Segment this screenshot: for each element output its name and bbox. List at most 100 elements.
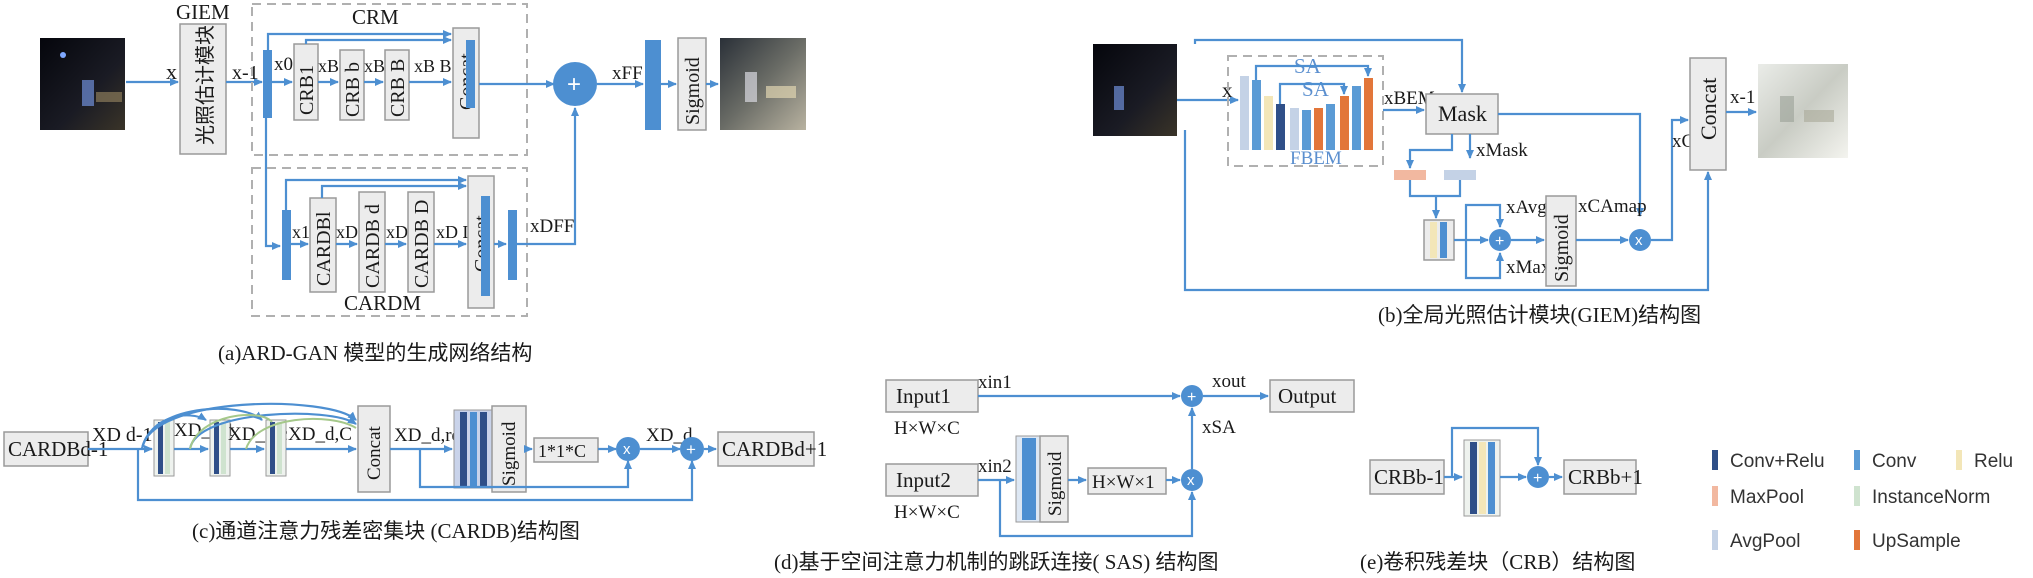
caption-a: (a)ARD-GAN 模型的生成网络结构	[218, 341, 532, 365]
input-conv-bar	[263, 50, 272, 118]
giem-sigmoid-block	[1545, 195, 1577, 287]
add-op-b	[1489, 229, 1511, 251]
label-XD_d: XD_d	[646, 425, 693, 446]
label-xMax: xMax	[1506, 257, 1551, 278]
illumination-map-image	[1758, 64, 1848, 158]
add-op-e	[1527, 466, 1549, 488]
hw1-block	[1087, 467, 1167, 495]
crb-out-box	[1563, 459, 1637, 495]
sas-sigmoid-label: Sigmoid	[1045, 451, 1066, 516]
panel-d: Input1 H×W×C xin1 + xout Output Input2 H…	[774, 371, 1355, 574]
label-xDD: xD D	[436, 222, 476, 242]
input2-dim: H×W×C	[894, 502, 960, 523]
legend-label-maxpool: MaxPool	[1730, 487, 1804, 508]
label-xAvg: xAvg	[1506, 197, 1547, 218]
legend-swatch-conv	[1854, 450, 1860, 470]
input2-box	[885, 463, 979, 497]
caption-c: (c)通道注意力残差密集块 (CARDB)结构图	[192, 519, 580, 543]
label-sa-2: SA	[1302, 77, 1330, 101]
cardb-concat-block	[357, 405, 391, 493]
cardb-D-label: CARDB D	[411, 200, 433, 288]
giem-concat-block	[1689, 57, 1727, 171]
label-fbem: FBEM	[1290, 148, 1342, 169]
maxpool-bar	[1394, 170, 1426, 180]
label-XDd1: XD d-1	[92, 424, 153, 446]
label-b-x-minus1: x-1	[1730, 87, 1755, 108]
legend-swatch-relu	[1956, 450, 1962, 470]
label-crm: CRM	[352, 5, 399, 29]
label-x: x	[166, 59, 177, 84]
crb-in-label: CRBb-1	[1374, 465, 1444, 489]
cardb1-label: CARDBl	[313, 211, 335, 286]
crb-out-label: CRBb+1	[1568, 465, 1643, 489]
mask-block	[1425, 93, 1499, 135]
input1-box	[885, 379, 979, 413]
legend-label-avgpool: AvgPool	[1730, 531, 1800, 552]
label-xBB: xB B	[414, 56, 452, 76]
legend-swatch-avgpool	[1712, 530, 1718, 550]
label-xMask: xMask	[1476, 140, 1528, 161]
label-xout: xout	[1212, 371, 1247, 392]
crb-in-box	[1369, 459, 1445, 495]
svg-text:x: x	[1635, 232, 1643, 249]
giem-concat-label: Concat	[1696, 78, 1721, 140]
legend-swatch-maxpool	[1712, 486, 1718, 506]
svg-text:+: +	[1495, 233, 1504, 250]
label-xSA: xSA	[1202, 417, 1236, 438]
label-x-minus1: x-1	[232, 62, 259, 84]
input1-dim: H×W×C	[894, 418, 960, 439]
input1-label: Input1	[896, 384, 951, 408]
caption-d: (d)基于空间注意力机制的跳跃连接( SAS) 结构图	[774, 550, 1219, 574]
label-xCAmap: xCAmap	[1578, 196, 1647, 217]
mul-op-c	[616, 437, 640, 461]
output-label: Output	[1278, 384, 1337, 408]
label-XDdC: XD_d,C	[288, 424, 352, 445]
svg-text:+: +	[1187, 389, 1196, 406]
label-XDdres: XD_d,res	[394, 425, 467, 446]
input2-label: Input2	[896, 468, 951, 492]
label-cardm: CARDM	[344, 291, 421, 315]
crb1-label: CRB1	[296, 65, 318, 115]
sigmoid-label: Sigmoid	[682, 57, 704, 125]
label-xin1: xin1	[978, 372, 1012, 393]
add-op-c	[680, 437, 704, 461]
legend: Conv+Relu Conv Relu MaxPool InstanceNorm…	[1712, 450, 2013, 552]
panel-b: x SA SA FBEM xBEM Mask xMask	[1093, 38, 1848, 327]
cardm-frame	[251, 167, 528, 317]
avgpool-bar	[1444, 170, 1476, 180]
label-x1: x1	[292, 222, 310, 242]
conv-111-label: 1*1*C	[538, 441, 586, 461]
caption-b: (b)全局光照估计模块(GIEM)结构图	[1378, 303, 1701, 327]
legend-label-conv-relu: Conv+Relu	[1730, 451, 1825, 472]
legend-swatch-conv-relu	[1712, 450, 1718, 470]
legend-swatch-instancenorm	[1854, 486, 1860, 506]
svg-text:+: +	[567, 71, 581, 98]
crb-b-block	[339, 49, 365, 121]
label-xin2: xin2	[978, 456, 1012, 477]
cardb-out-box	[717, 431, 815, 467]
mul-op-b	[1629, 229, 1651, 251]
cardb-d-block	[358, 191, 386, 293]
mask-label: Mask	[1438, 101, 1487, 126]
legend-label-conv: Conv	[1872, 451, 1917, 472]
label-x0: x0	[274, 54, 293, 75]
label-xBEM: xBEM	[1384, 88, 1435, 109]
svg-text:+: +	[686, 440, 696, 459]
output-box	[1269, 379, 1355, 413]
panel-c: CARDBd-1 XD d-1 XD_d,1 XD_d,c XD_d,C Con…	[3, 402, 827, 543]
add-operator	[553, 62, 597, 106]
mul-op-d	[1181, 469, 1203, 491]
cardb-sigmoid-label: Sigmoid	[499, 421, 520, 486]
cardb-d-label: CARDB d	[362, 204, 384, 288]
legend-label-instancenorm: InstanceNorm	[1872, 487, 1990, 508]
legend-swatch-upsample	[1854, 530, 1860, 550]
crb-b-label: CRB b	[342, 62, 364, 117]
label-xDFF: xDFF	[530, 216, 574, 237]
svg-text:+: +	[1533, 470, 1542, 487]
crb-B-label: CRB B	[387, 59, 409, 117]
crm-frame	[251, 3, 528, 156]
caption-e: (e)卷积残差块（CRB）结构图	[1360, 550, 1635, 574]
giem-input-image	[1093, 44, 1177, 136]
cardb-D-block	[407, 191, 435, 293]
